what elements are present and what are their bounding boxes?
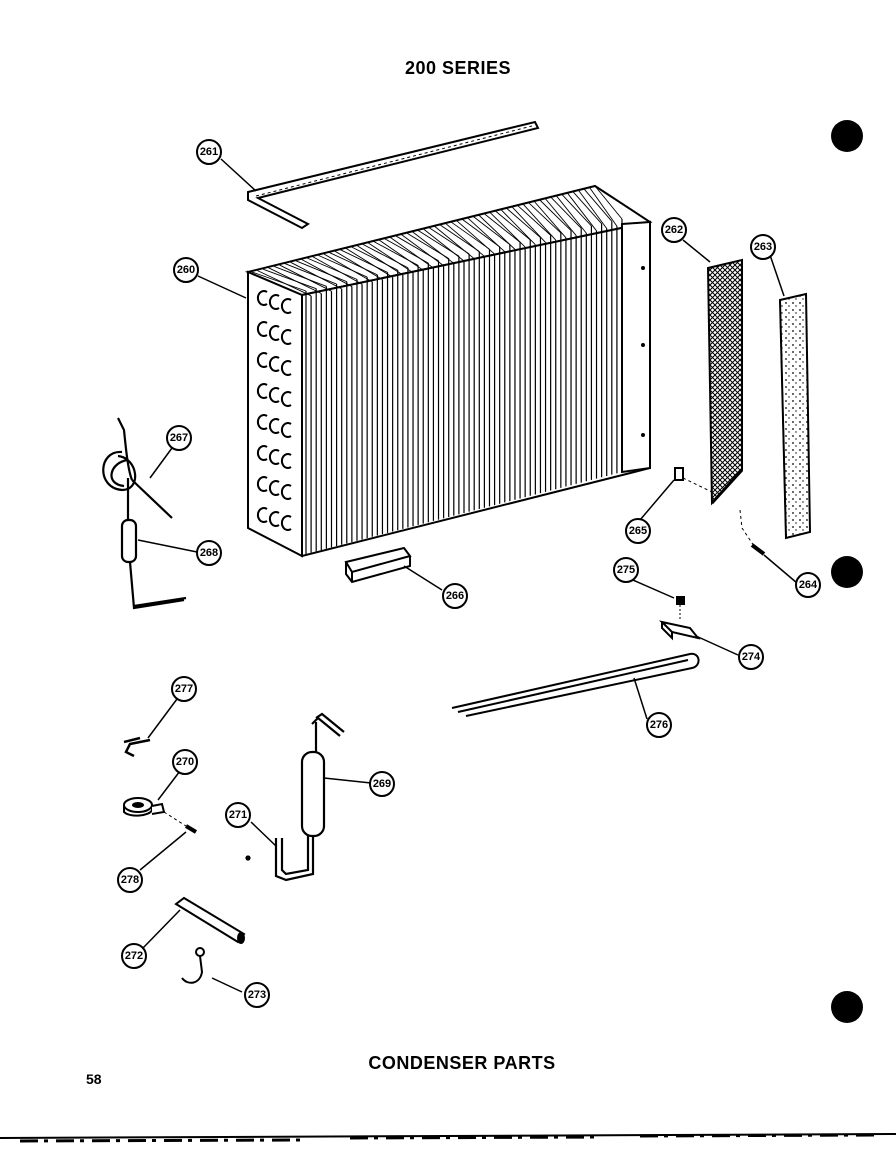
part-267-268-capillary <box>102 417 187 610</box>
series-title: 200 SERIES <box>404 58 512 78</box>
callout-263: 263 <box>750 234 776 260</box>
part-275-nut <box>676 596 685 620</box>
svg-text:277: 277 <box>175 683 193 695</box>
binder-hole <box>831 556 863 588</box>
part-273-hook <box>181 947 205 984</box>
callout-261: 261 <box>196 139 222 165</box>
page-number: 58 <box>86 1071 102 1087</box>
callout-276: 276 <box>646 712 672 738</box>
scan-edge <box>0 1133 896 1139</box>
part-274-bracket <box>658 620 701 641</box>
callout-267: 267 <box>166 425 192 451</box>
callout-277: 277 <box>171 676 197 702</box>
svg-text:260: 260 <box>177 264 195 276</box>
binder-hole <box>831 991 863 1023</box>
part-263-foam-strip <box>778 292 812 540</box>
svg-text:267: 267 <box>170 432 188 444</box>
part-269-271-accumulator <box>245 712 345 882</box>
svg-text:276: 276 <box>650 719 668 731</box>
callout-265: 265 <box>625 518 651 544</box>
svg-text:271: 271 <box>229 809 247 821</box>
svg-text:266: 266 <box>446 590 464 602</box>
svg-text:270: 270 <box>176 756 194 768</box>
callout-272: 272 <box>121 943 147 969</box>
callout-269: 269 <box>369 771 395 797</box>
binder-hole <box>831 120 863 152</box>
svg-text:278: 278 <box>121 874 139 886</box>
svg-text:265: 265 <box>629 525 647 537</box>
callout-266: 266 <box>442 583 468 609</box>
part-277-clip <box>123 736 151 758</box>
scan-edge-noise <box>19 1133 881 1143</box>
callout-268: 268 <box>196 540 222 566</box>
svg-text:272: 272 <box>125 950 143 962</box>
svg-text:274: 274 <box>742 651 761 663</box>
part-276-tube <box>451 652 700 717</box>
part-272-sleeve <box>174 896 246 944</box>
diagram-caption: CONDENSER PARTS <box>368 1053 556 1073</box>
callout-275: 275 <box>613 557 639 583</box>
part-261-rail <box>247 120 540 230</box>
part-278-screw <box>163 811 198 834</box>
part-265-clip <box>674 467 713 493</box>
svg-text:273: 273 <box>248 989 266 1001</box>
callout-262: 262 <box>661 217 687 243</box>
svg-text:275: 275 <box>617 564 635 576</box>
part-266-block <box>344 546 412 584</box>
part-270-clamp <box>123 797 166 817</box>
svg-text:262: 262 <box>665 224 683 236</box>
svg-text:268: 268 <box>200 547 218 559</box>
callout-270: 270 <box>172 749 198 775</box>
part-260-condenser-coil <box>244 184 653 558</box>
callout-264: 264 <box>795 572 821 598</box>
svg-text:263: 263 <box>754 241 772 253</box>
callout-271: 271 <box>225 802 251 828</box>
svg-text:269: 269 <box>373 778 391 790</box>
callout-260: 260 <box>173 257 199 283</box>
svg-text:264: 264 <box>799 579 818 591</box>
callout-274: 274 <box>738 644 764 670</box>
part-264-screw <box>739 509 766 556</box>
callout-273: 273 <box>244 982 270 1008</box>
part-262-screen <box>706 258 744 506</box>
leader-lines <box>137 158 798 993</box>
svg-text:261: 261 <box>200 146 218 158</box>
callout-278: 278 <box>117 867 143 893</box>
